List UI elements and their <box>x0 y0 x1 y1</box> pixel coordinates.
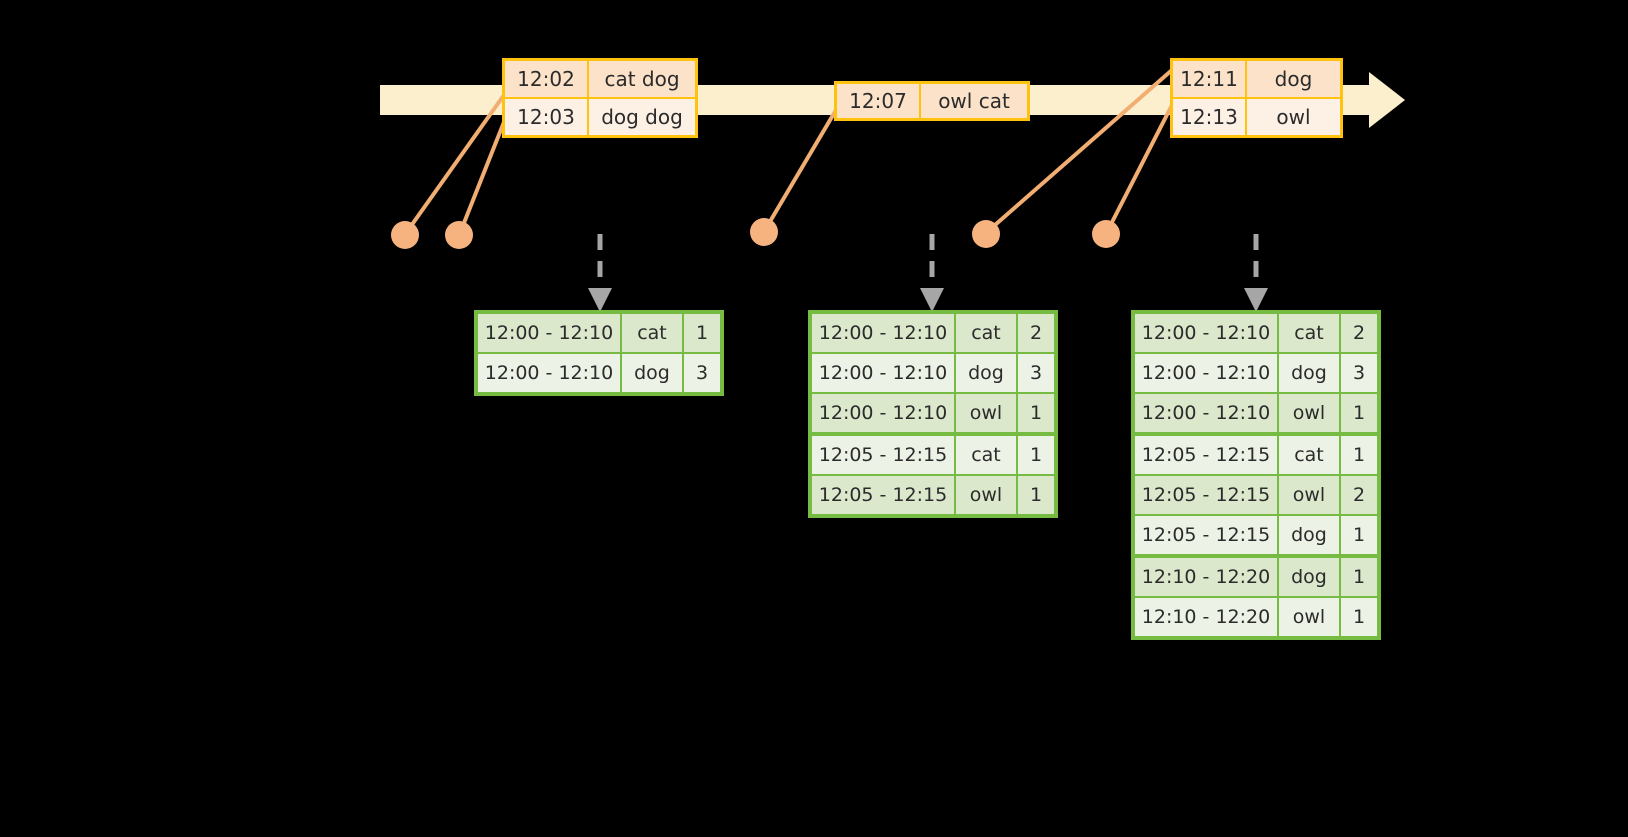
connector-dot-4 <box>972 220 1000 248</box>
key-cell: dog <box>956 354 1018 392</box>
event-time: 12:07 <box>837 84 921 118</box>
count-cell: 3 <box>684 354 720 392</box>
key-cell: dog <box>622 354 684 392</box>
key-cell: cat <box>1279 436 1341 474</box>
key-cell: dog <box>1279 354 1341 392</box>
count-cell: 1 <box>1341 558 1377 596</box>
key-cell: cat <box>622 314 684 352</box>
count-cell: 1 <box>1018 394 1054 432</box>
window-cell: 12:00 - 12:10 <box>478 314 622 352</box>
count-cell: 2 <box>1341 476 1377 514</box>
window-cell: 12:05 - 12:15 <box>1135 436 1279 474</box>
count-cell: 1 <box>1341 436 1377 474</box>
key-cell: owl <box>1279 394 1341 432</box>
key-cell: owl <box>956 394 1018 432</box>
timeline-arrowhead <box>1369 72 1405 128</box>
window-cell: 12:00 - 12:10 <box>812 314 956 352</box>
count-cell: 1 <box>1341 394 1377 432</box>
window-cell: 12:00 - 12:10 <box>812 394 956 432</box>
count-cell: 1 <box>1018 476 1054 514</box>
window-cell: 12:00 - 12:10 <box>812 354 956 392</box>
event-words: owl <box>1247 99 1340 135</box>
count-cell: 3 <box>1341 354 1377 392</box>
count-cell: 2 <box>1341 314 1377 352</box>
key-cell: cat <box>1279 314 1341 352</box>
event-row[interactable]: 12:03 dog dog <box>505 97 695 135</box>
window-cell: 12:05 - 12:15 <box>812 476 956 514</box>
dashed-arrowhead-2 <box>920 288 944 312</box>
event-row[interactable]: 12:07 owl cat <box>837 84 1027 118</box>
event-row[interactable]: 12:13 owl <box>1173 97 1340 135</box>
event-words: dog <box>1247 61 1340 97</box>
count-cell: 1 <box>1018 436 1054 474</box>
count-cell: 2 <box>1018 314 1054 352</box>
key-cell: cat <box>956 314 1018 352</box>
window-cell: 12:05 - 12:15 <box>812 436 956 474</box>
event-time: 12:13 <box>1173 99 1247 135</box>
window-cell: 12:00 - 12:10 <box>1135 314 1279 352</box>
key-cell: dog <box>1279 516 1341 554</box>
count-cell: 1 <box>684 314 720 352</box>
key-cell: owl <box>1279 476 1341 514</box>
window-cell: 12:00 - 12:10 <box>1135 354 1279 392</box>
event-row[interactable]: 12:02 cat dog <box>505 61 695 97</box>
dashed-arrowhead-3 <box>1244 288 1268 312</box>
event-time: 12:11 <box>1173 61 1247 97</box>
event-row[interactable]: 12:11 dog <box>1173 61 1340 97</box>
window-cell: 12:05 - 12:15 <box>1135 476 1279 514</box>
count-cell: 3 <box>1018 354 1054 392</box>
dashed-arrowhead-1 <box>588 288 612 312</box>
connector-dot-1 <box>391 221 419 249</box>
event-time: 12:03 <box>505 99 589 135</box>
key-cell: owl <box>956 476 1018 514</box>
event-group-3[interactable]: 12:11 dog 12:13 owl <box>1170 58 1343 138</box>
event-group-2[interactable]: 12:07 owl cat <box>834 81 1030 121</box>
count-cell: 1 <box>1341 516 1377 554</box>
event-words: dog dog <box>589 99 695 135</box>
key-cell: cat <box>956 436 1018 474</box>
event-group-1[interactable]: 12:02 cat dog 12:03 dog dog <box>502 58 698 138</box>
connector-dot-2 <box>445 221 473 249</box>
window-cell: 12:00 - 12:10 <box>478 354 622 392</box>
event-words: cat dog <box>589 61 695 97</box>
window-cell: 12:05 - 12:15 <box>1135 516 1279 554</box>
window-cell: 12:00 - 12:10 <box>1135 394 1279 432</box>
event-words: owl cat <box>921 84 1027 118</box>
window-cell: 12:10 - 12:20 <box>1135 558 1279 596</box>
connector-dot-5 <box>1092 220 1120 248</box>
connector-dot-3 <box>750 218 778 246</box>
event-time: 12:02 <box>505 61 589 97</box>
count-cell: 1 <box>1341 598 1377 636</box>
window-cell: 12:10 - 12:20 <box>1135 598 1279 636</box>
key-cell: dog <box>1279 558 1341 596</box>
key-cell: owl <box>1279 598 1341 636</box>
